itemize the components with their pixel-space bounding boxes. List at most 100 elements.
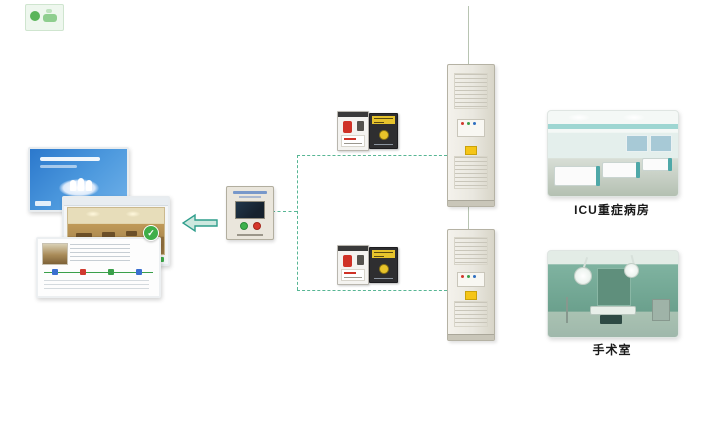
- distribution-cabinet-top: [447, 64, 495, 207]
- power-feed-line-top: [468, 6, 469, 64]
- device-text-line: [374, 144, 393, 145]
- monitoring-alarm-panel: [226, 186, 274, 240]
- cabinet-base: [448, 334, 494, 340]
- bed-footboard: [668, 158, 672, 171]
- ats-label-sticker: [341, 269, 365, 281]
- led-indicator: [461, 121, 464, 125]
- left-arrow-icon: [181, 213, 218, 233]
- led-indicator: [473, 274, 476, 278]
- cabinet-base: [448, 200, 494, 206]
- diagram-node: [136, 269, 142, 275]
- ats-terminal-strip: [338, 246, 368, 251]
- ceiling-light-glow: [623, 114, 645, 121]
- monitor-schematic-screen: [36, 237, 161, 298]
- ward-bed-shape: [76, 233, 92, 240]
- hospital-bed: [554, 166, 600, 186]
- bed-footboard: [596, 166, 600, 186]
- window-shape: [626, 134, 648, 153]
- led-indicator: [473, 121, 476, 125]
- yellow-label-sticker: [372, 116, 395, 124]
- presentation-subtitle-line: [39, 165, 77, 168]
- ats-label-sticker: [341, 135, 365, 147]
- ward-bed-shape: [102, 232, 115, 238]
- warning-sticker: [465, 146, 477, 156]
- ats-red-handle: [343, 121, 352, 133]
- warning-sticker: [465, 291, 477, 301]
- ceiling-light-glow: [86, 211, 100, 217]
- led-indicator: [467, 274, 470, 278]
- diagram-node: [52, 269, 58, 275]
- cabinet-display: [457, 271, 485, 287]
- operating-table-base: [600, 315, 622, 324]
- label-red-line: [344, 272, 356, 274]
- brand-logo-mark: [35, 201, 51, 206]
- surgical-light: [574, 267, 592, 285]
- figure-icon: [86, 180, 92, 191]
- ceiling-light-glow: [126, 211, 140, 217]
- figure-icon: [78, 178, 84, 191]
- thumb-shape: [43, 14, 57, 22]
- bed-footboard: [636, 162, 640, 178]
- figure-icon: [70, 180, 76, 191]
- ats-terminal-strip: [338, 112, 368, 117]
- single-line-diagram-bus: [44, 272, 153, 273]
- led-indicator: [461, 274, 464, 278]
- schematic-data-rows: [70, 244, 130, 263]
- window-title-bar: [64, 198, 168, 206]
- diagram-node: [108, 269, 114, 275]
- cabinet-vent: [454, 73, 488, 110]
- bus-line-top-branch: [297, 155, 447, 156]
- cabinet-vent: [454, 156, 488, 190]
- ward-bed-shape: [126, 231, 137, 236]
- isolation-transformer-device-top: [369, 113, 398, 149]
- yellow-knob: [378, 264, 389, 274]
- bus-line-from-panel: [272, 211, 297, 212]
- thumb-shape: [30, 11, 40, 21]
- sticker-text-line: [374, 122, 384, 123]
- device-text-line: [374, 278, 393, 279]
- bus-line-vertical: [297, 155, 298, 290]
- yellow-label-sticker: [372, 250, 395, 258]
- cabinet-vent: [454, 236, 488, 265]
- window-shape: [650, 134, 672, 153]
- panel-display-screen: [235, 201, 265, 219]
- ats-red-handle: [343, 255, 352, 267]
- sticker-text-line: [374, 252, 393, 253]
- red-indicator-button: [252, 222, 261, 230]
- hospital-bed: [642, 158, 672, 171]
- bus-line-bottom-branch: [297, 290, 447, 291]
- teal-ceiling-beam: [548, 123, 678, 129]
- sticker-text-line: [374, 256, 384, 257]
- ats-switch-device-bottom: [337, 245, 369, 285]
- label-red-line: [344, 138, 356, 140]
- panel-subtitle-text: [239, 196, 261, 198]
- led-indicator: [467, 121, 470, 125]
- yellow-knob: [378, 130, 389, 140]
- sticker-text-line: [374, 118, 393, 119]
- equipment-cart: [652, 299, 670, 321]
- schematic-footer-rows: [44, 280, 149, 292]
- or-room-label: 手术室: [592, 343, 632, 357]
- icu-room-label: ICU重症病房: [574, 203, 650, 217]
- panel-title-text: [233, 191, 267, 194]
- decor-thumbnail: [25, 4, 64, 31]
- operating-table-top: [590, 306, 636, 315]
- panel-buttons: [227, 222, 273, 230]
- green-indicator-button: [239, 222, 248, 230]
- ceiling-light-glow: [568, 114, 590, 121]
- check-badge-icon: ✓: [143, 225, 159, 241]
- schematic-inset-photo: [42, 243, 68, 265]
- isolation-transformer-device-bottom: [369, 247, 398, 283]
- icu-ward-photo: [547, 110, 679, 197]
- ats-breaker-block: [357, 121, 364, 131]
- power-feed-line-middle: [468, 206, 469, 229]
- thumb-shape: [46, 9, 52, 13]
- ats-switch-device-top: [337, 111, 369, 151]
- presentation-title-line: [39, 157, 100, 161]
- label-grey-line: [344, 143, 362, 144]
- diagram-node: [80, 269, 86, 275]
- distribution-cabinet-bottom: [447, 229, 495, 341]
- cabinet-vent: [454, 300, 488, 327]
- label-grey-line: [344, 277, 362, 278]
